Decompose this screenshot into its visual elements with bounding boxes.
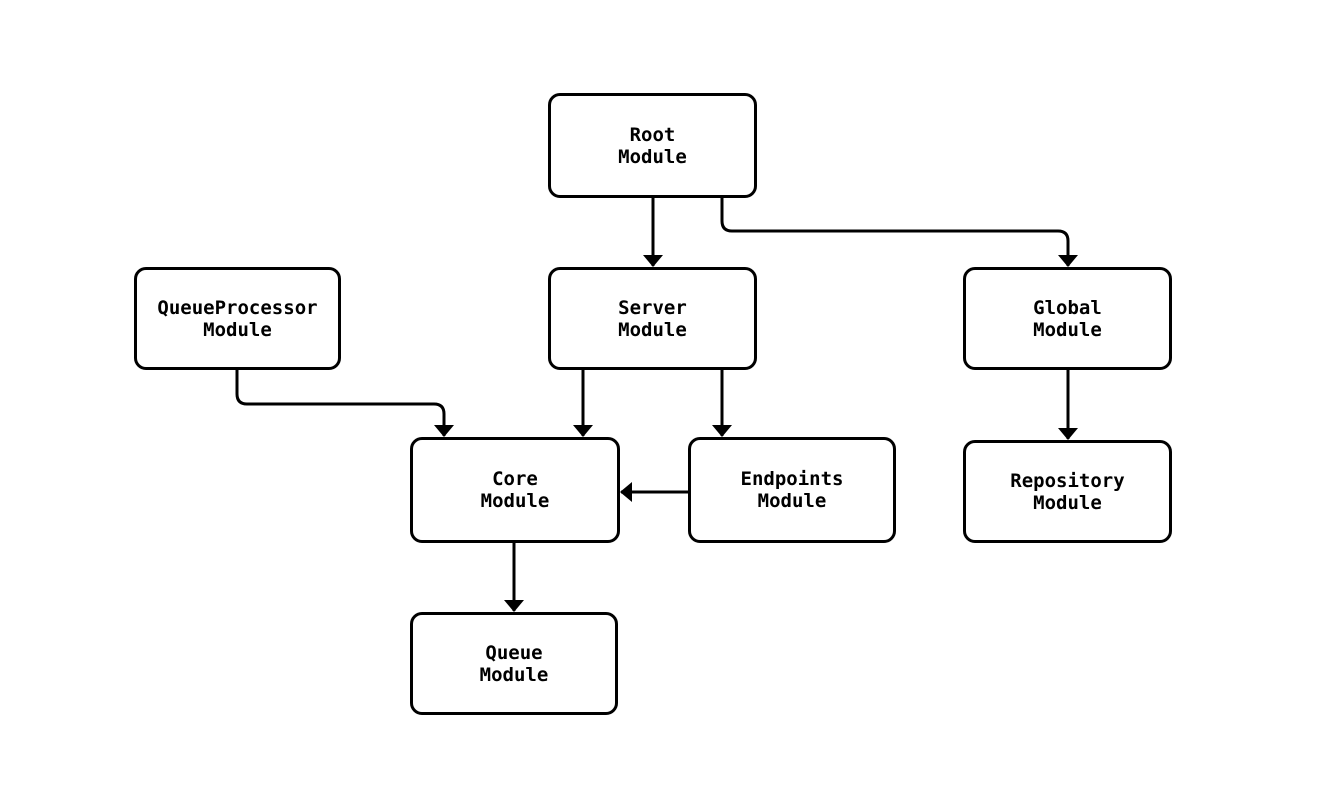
node-queueprocessor-module-label: QueueProcessor Module: [157, 296, 318, 341]
node-root-module: Root Module: [548, 93, 757, 198]
node-queue-module: Queue Module: [410, 612, 618, 715]
edge-root-to-global: [720, 198, 1078, 267]
edge-queueprocessor-to-core: [235, 370, 454, 437]
node-core-module-label: Core Module: [480, 468, 550, 512]
node-queueprocessor-module: QueueProcessor Module: [134, 267, 341, 370]
node-server-module: Server Module: [548, 267, 757, 370]
node-endpoints-module: Endpoints Module: [688, 437, 896, 543]
node-core-module: Core Module: [410, 437, 620, 543]
node-server-module-label: Server Module: [618, 296, 687, 341]
node-queue-module-label: Queue Module: [479, 641, 549, 686]
node-root-module-label: Root Module: [618, 123, 687, 168]
node-endpoints-module-label: Endpoints Module: [740, 468, 844, 512]
node-global-module: Global Module: [963, 267, 1172, 370]
node-repository-module-label: Repository Module: [1010, 469, 1125, 514]
node-repository-module: Repository Module: [963, 440, 1172, 543]
node-global-module-label: Global Module: [1033, 296, 1102, 341]
